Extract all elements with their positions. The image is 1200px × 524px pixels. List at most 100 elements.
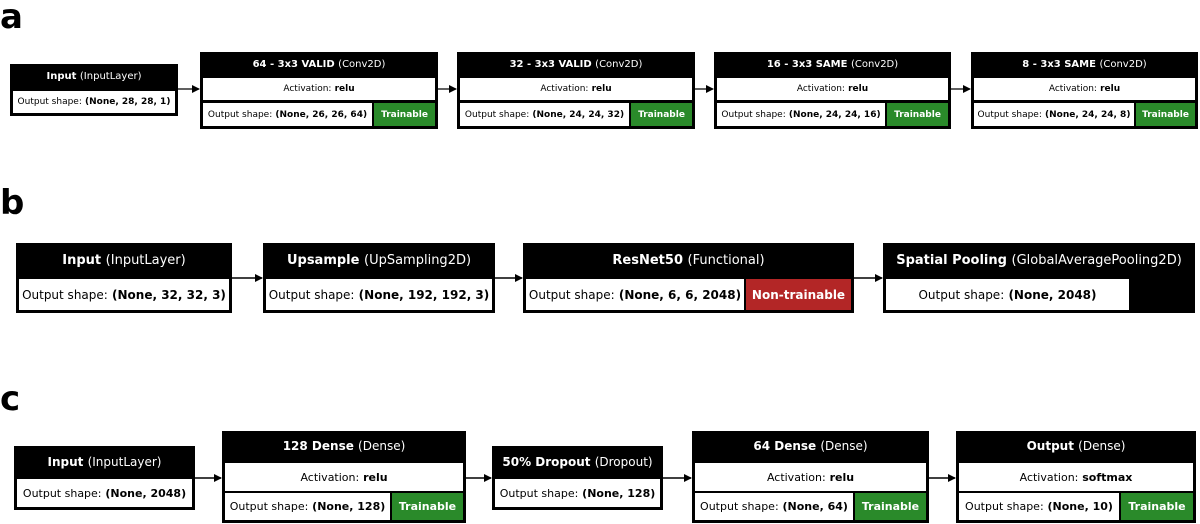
activation-cell: Activation:relu bbox=[225, 463, 463, 491]
node-c-dense-64: 64 Dense(Dense) Activation:relu Output s… bbox=[692, 431, 929, 523]
node-name: 64 - 3x3 VALID bbox=[252, 58, 335, 70]
output-shape-value: (None, 128) bbox=[582, 486, 656, 500]
output-shape-label: Output shape: bbox=[464, 109, 530, 120]
node-b-upsample: Upsample(UpSampling2D) Output shape:(Non… bbox=[263, 243, 495, 313]
output-shape-label: Output shape: bbox=[229, 500, 309, 513]
output-shape-cell: Output shape:(None, 128) bbox=[225, 493, 390, 520]
node-c-output: Output(Dense) Activation:softmax Output … bbox=[956, 431, 1196, 523]
trainable-badge: Trainable bbox=[631, 103, 692, 126]
output-shape-cell: Output shape:(None, 6, 6, 2048) bbox=[526, 279, 744, 310]
output-shape-value: (None, 64) bbox=[782, 500, 848, 513]
node-name: Upsample bbox=[286, 252, 360, 268]
output-shape-label: Output shape: bbox=[17, 97, 82, 107]
activation-cell: Activation:relu bbox=[717, 78, 948, 100]
node-type: (Conv2D) bbox=[1099, 58, 1147, 70]
activation-cell: Activation:relu bbox=[203, 78, 435, 100]
non-trainable-badge: Non-trainable bbox=[746, 279, 851, 310]
activation-cell: Activation:relu bbox=[974, 78, 1195, 100]
node-name: 16 - 3x3 SAME bbox=[766, 58, 848, 70]
output-shape-cell: Output shape:(None, 128) bbox=[495, 479, 660, 507]
node-type: (Dropout) bbox=[594, 454, 653, 469]
node-c-input: Input(InputLayer) Output shape:(None, 20… bbox=[14, 446, 195, 510]
output-shape-label: Output shape: bbox=[977, 109, 1042, 120]
activation-value: relu bbox=[829, 470, 855, 484]
node-name: ResNet50 bbox=[612, 252, 683, 268]
node-type: (Conv2D) bbox=[595, 58, 643, 70]
output-shape-cell: Output shape:(None, 64) bbox=[695, 493, 853, 520]
output-shape-label: Output shape: bbox=[499, 486, 579, 500]
output-shape-cell: Output shape:(None, 32, 32, 3) bbox=[19, 279, 229, 310]
node-type: (UpSampling2D) bbox=[364, 252, 472, 268]
node-a-conv-16: 16 - 3x3 SAME(Conv2D) Activation:relu Ou… bbox=[714, 52, 951, 129]
output-shape-cell: Output shape:(None, 26, 26, 64) bbox=[203, 103, 372, 126]
node-name: 128 Dense bbox=[282, 439, 354, 453]
panel-label-b: b bbox=[0, 183, 25, 223]
node-name: Spatial Pooling bbox=[896, 252, 1007, 268]
activation-label: Activation: bbox=[796, 84, 845, 94]
node-type: (InputLayer) bbox=[105, 252, 186, 268]
output-shape-value: (None, 2048) bbox=[105, 486, 187, 500]
output-shape-label: Output shape: bbox=[22, 287, 108, 302]
activation-value: relu bbox=[848, 84, 869, 94]
activation-label: Activation: bbox=[540, 84, 589, 94]
output-shape-value: (None, 24, 24, 16) bbox=[788, 109, 881, 120]
node-a-conv-64: 64 - 3x3 VALID(Conv2D) Activation:relu O… bbox=[200, 52, 438, 129]
node-c-dense-128: 128 Dense (Dense) Activation:relu Output … bbox=[222, 431, 466, 523]
activation-label: Activation: bbox=[1019, 470, 1079, 484]
trainable-badge: Trainable bbox=[1121, 493, 1193, 520]
output-shape-cell: Output shape:(None, 192, 192, 3) bbox=[266, 279, 492, 310]
trainable-badge: Trainable bbox=[1136, 103, 1195, 126]
node-name: Input bbox=[46, 71, 77, 82]
node-a-conv-8: 8 - 3x3 SAME(Conv2D) Activation:relu Out… bbox=[971, 52, 1198, 129]
node-b-input: Input(InputLayer) Output shape:(None, 32… bbox=[16, 243, 232, 313]
node-name: 8 - 3x3 SAME bbox=[1022, 58, 1096, 70]
output-shape-value: (None, 2048) bbox=[1008, 287, 1097, 302]
activation-label: Activation: bbox=[1048, 84, 1097, 94]
node-type: (Dense) bbox=[1078, 439, 1126, 453]
node-name: 50% Dropout bbox=[502, 454, 591, 469]
activation-value: softmax bbox=[1082, 470, 1133, 484]
node-type: (GlobalAveragePooling2D) bbox=[1011, 252, 1182, 268]
activation-cell: Activation:relu bbox=[460, 78, 692, 100]
node-name: Input bbox=[47, 454, 84, 469]
output-shape-cell: Output shape:(None, 24, 24, 8) bbox=[974, 103, 1134, 126]
output-shape-cell: Output shape:(None, 10) bbox=[959, 493, 1119, 520]
node-b-spatial-pooling: Spatial Pooling(GlobalAveragePooling2D) … bbox=[883, 243, 1195, 313]
node-a-conv-32: 32 - 3x3 VALID(Conv2D) Activation:relu O… bbox=[457, 52, 695, 129]
output-shape-value: (None, 24, 24, 8) bbox=[1045, 109, 1131, 120]
output-shape-value: (None, 192, 192, 3) bbox=[358, 287, 490, 302]
node-type: (Functional) bbox=[687, 252, 765, 268]
activation-label: Activation: bbox=[283, 84, 332, 94]
output-shape-value: (None, 6, 6, 2048) bbox=[618, 287, 742, 302]
output-shape-cell: Output shape:(None, 24, 24, 16) bbox=[717, 103, 885, 126]
output-shape-label: Output shape: bbox=[721, 109, 786, 120]
output-shape-label: Output shape: bbox=[268, 287, 355, 302]
output-shape-cell: Output shape:(None, 2048) bbox=[886, 279, 1129, 310]
output-shape-value: (None, 28, 28, 1) bbox=[85, 97, 171, 107]
activation-value: relu bbox=[363, 470, 388, 484]
panel-label-a: a bbox=[0, 0, 23, 37]
output-shape-label: Output shape: bbox=[700, 500, 779, 513]
node-name: 64 Dense bbox=[753, 439, 817, 453]
activation-label: Activation: bbox=[300, 470, 360, 484]
trainable-badge: Trainable bbox=[374, 103, 435, 126]
activation-value: relu bbox=[334, 84, 355, 94]
output-shape-value: (None, 128) bbox=[312, 500, 386, 513]
trainable-badge: Trainable bbox=[855, 493, 926, 520]
node-name: Input bbox=[62, 252, 102, 268]
output-shape-label: Output shape: bbox=[207, 109, 273, 120]
output-shape-value: (None, 24, 24, 32) bbox=[532, 109, 625, 120]
node-b-resnet50: ResNet50(Functional) Output shape:(None,… bbox=[523, 243, 854, 313]
node-c-dropout: 50% Dropout(Dropout) Output shape:(None,… bbox=[492, 446, 663, 510]
output-shape-value: (None, 26, 26, 64) bbox=[275, 109, 368, 120]
activation-cell: Activation:softmax bbox=[959, 463, 1193, 491]
node-type: (InputLayer) bbox=[87, 454, 162, 469]
node-type: (Conv2D) bbox=[850, 58, 899, 70]
output-shape-value: (None, 10) bbox=[1047, 500, 1113, 513]
node-type: (Dense) bbox=[358, 439, 406, 453]
output-shape-label: Output shape: bbox=[528, 287, 615, 302]
output-shape-label: Output shape: bbox=[918, 287, 1005, 302]
output-shape-cell: Output shape:(None, 2048) bbox=[17, 479, 192, 507]
activation-cell: Activation:relu bbox=[695, 463, 926, 491]
